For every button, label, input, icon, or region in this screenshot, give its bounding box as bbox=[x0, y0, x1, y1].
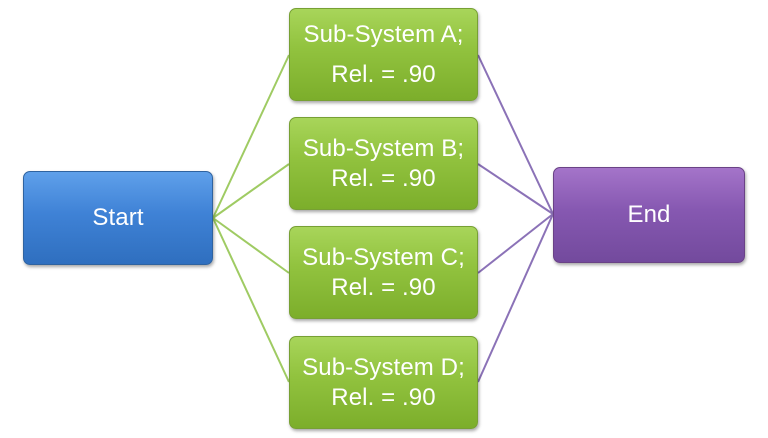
subsystem-d-name: Sub-System D; bbox=[302, 353, 465, 381]
subsystem-c-node: Sub-System C; Rel. = .90 bbox=[289, 226, 478, 319]
subsystem-b-reliability: Rel. = .90 bbox=[331, 164, 436, 192]
subsystem-b-name: Sub-System B; bbox=[302, 134, 465, 162]
subsystem-a-name: Sub-System A; bbox=[303, 20, 464, 48]
start-node: Start bbox=[23, 171, 213, 265]
connector-subsystem-d-to-end bbox=[477, 213, 554, 383]
end-label: End bbox=[627, 201, 671, 228]
connector-subsystem-a-to-end bbox=[477, 54, 554, 215]
connector-subsystem-c-to-end bbox=[477, 213, 554, 274]
connector-start-to-subsystem-c bbox=[212, 217, 290, 274]
subsystem-c-reliability: Rel. = .90 bbox=[331, 273, 436, 301]
subsystem-b-node: Sub-System B; Rel. = .90 bbox=[289, 117, 478, 210]
connector-subsystem-b-to-end bbox=[477, 163, 554, 215]
start-label: Start bbox=[92, 204, 144, 231]
end-node: End bbox=[553, 167, 745, 263]
subsystem-d-reliability: Rel. = .90 bbox=[331, 383, 436, 411]
subsystem-a-node: Sub-System A; Rel. = .90 bbox=[289, 8, 478, 101]
subsystem-d-node: Sub-System D; Rel. = .90 bbox=[289, 336, 478, 429]
subsystem-a-reliability: Rel. = .90 bbox=[331, 60, 436, 88]
connector-start-to-subsystem-d bbox=[212, 217, 290, 383]
connector-start-to-subsystem-b bbox=[212, 163, 290, 219]
connector-start-to-subsystem-a bbox=[212, 54, 290, 219]
subsystem-c-name: Sub-System C; bbox=[302, 243, 465, 271]
